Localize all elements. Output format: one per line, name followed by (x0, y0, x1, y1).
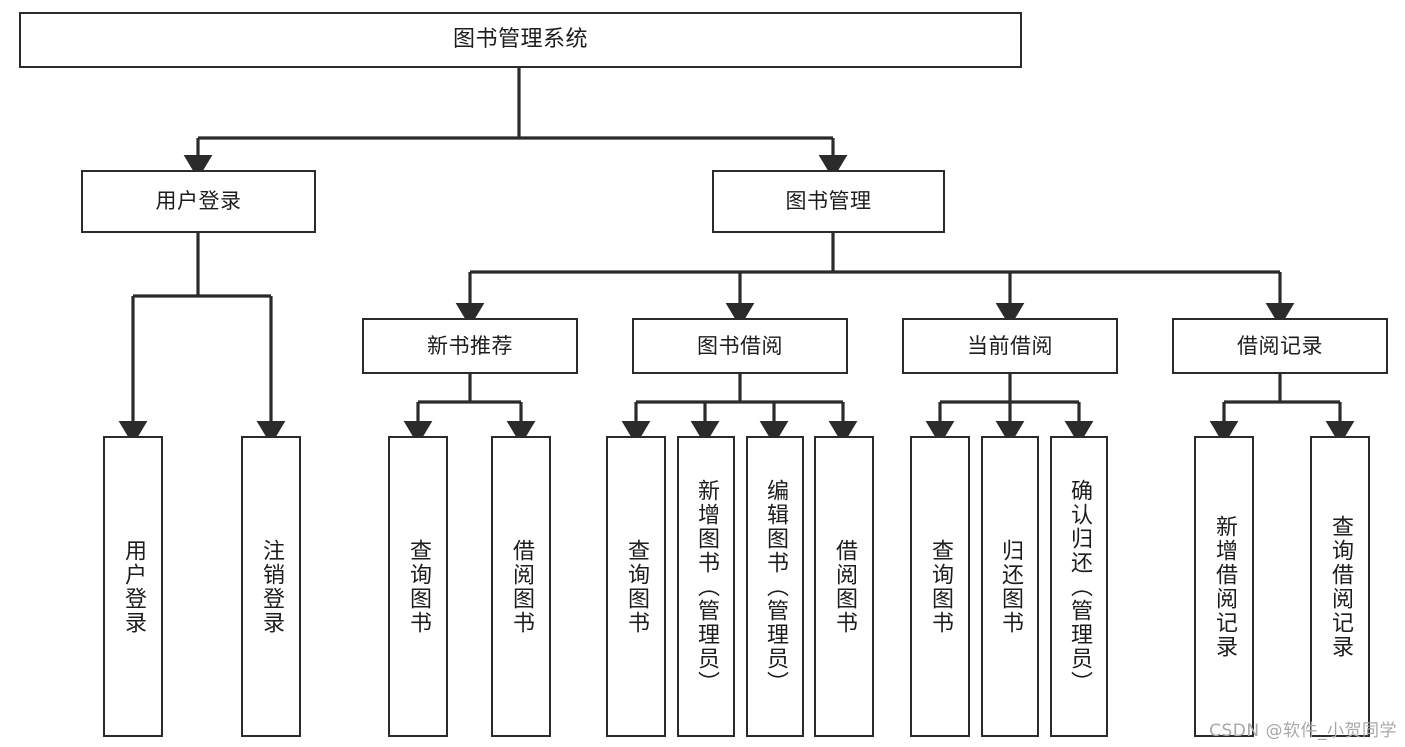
node-label: 查询图书 (927, 538, 953, 635)
leaf-current-borrow-confirm-return-admin[interactable]: 确认归还（管理员） (1050, 436, 1108, 737)
node-label: 新书推荐 (427, 333, 513, 358)
leaf-user-login-signout[interactable]: 注销登录 (241, 436, 301, 737)
leaf-new-book-borrow[interactable]: 借阅图书 (491, 436, 551, 737)
node-label: 查询借阅记录 (1327, 514, 1353, 659)
leaf-book-borrow-add-admin[interactable]: 新增图书（管理员） (677, 436, 735, 737)
node-label: 图书借阅 (697, 333, 783, 358)
leaf-borrow-record-add[interactable]: 新增借阅记录 (1194, 436, 1254, 737)
node-label: 编辑图书（管理员） (762, 478, 788, 695)
node-book-borrow[interactable]: 图书借阅 (632, 318, 848, 374)
node-label: 新增借阅记录 (1211, 514, 1237, 659)
csdn-watermark: CSDN @软件_小贺同学 (1209, 721, 1397, 741)
node-new-book-recommendation[interactable]: 新书推荐 (362, 318, 578, 374)
leaf-current-borrow-query[interactable]: 查询图书 (910, 436, 970, 737)
leaf-book-borrow-borrow[interactable]: 借阅图书 (814, 436, 874, 737)
leaf-current-borrow-return[interactable]: 归还图书 (981, 436, 1039, 737)
node-label: 注销登录 (258, 538, 284, 635)
node-label: 当前借阅 (967, 333, 1053, 358)
node-user-login[interactable]: 用户登录 (81, 170, 316, 233)
node-label: 查询图书 (623, 538, 649, 635)
node-label: 借阅图书 (508, 538, 534, 635)
node-label: 归还图书 (997, 538, 1023, 635)
node-label: 查询图书 (405, 538, 431, 635)
node-label: 用户登录 (120, 538, 146, 635)
node-book-management[interactable]: 图书管理 (712, 170, 945, 233)
leaf-borrow-record-query[interactable]: 查询借阅记录 (1310, 436, 1370, 737)
node-label: 图书管理系统 (452, 27, 588, 53)
node-current-borrow[interactable]: 当前借阅 (902, 318, 1118, 374)
node-label: 借阅记录 (1237, 333, 1323, 358)
node-label: 用户登录 (155, 189, 242, 214)
node-borrow-record[interactable]: 借阅记录 (1172, 318, 1388, 374)
leaf-book-borrow-edit-admin[interactable]: 编辑图书（管理员） (746, 436, 804, 737)
node-label: 确认归还（管理员） (1066, 478, 1092, 695)
node-label: 借阅图书 (831, 538, 857, 635)
node-label: 图书管理 (785, 189, 872, 214)
node-label: 新增图书（管理员） (693, 478, 719, 695)
leaf-user-login-signin[interactable]: 用户登录 (103, 436, 163, 737)
leaf-new-book-query[interactable]: 查询图书 (388, 436, 448, 737)
node-root-library-management-system[interactable]: 图书管理系统 (19, 12, 1022, 68)
leaf-book-borrow-query[interactable]: 查询图书 (606, 436, 666, 737)
